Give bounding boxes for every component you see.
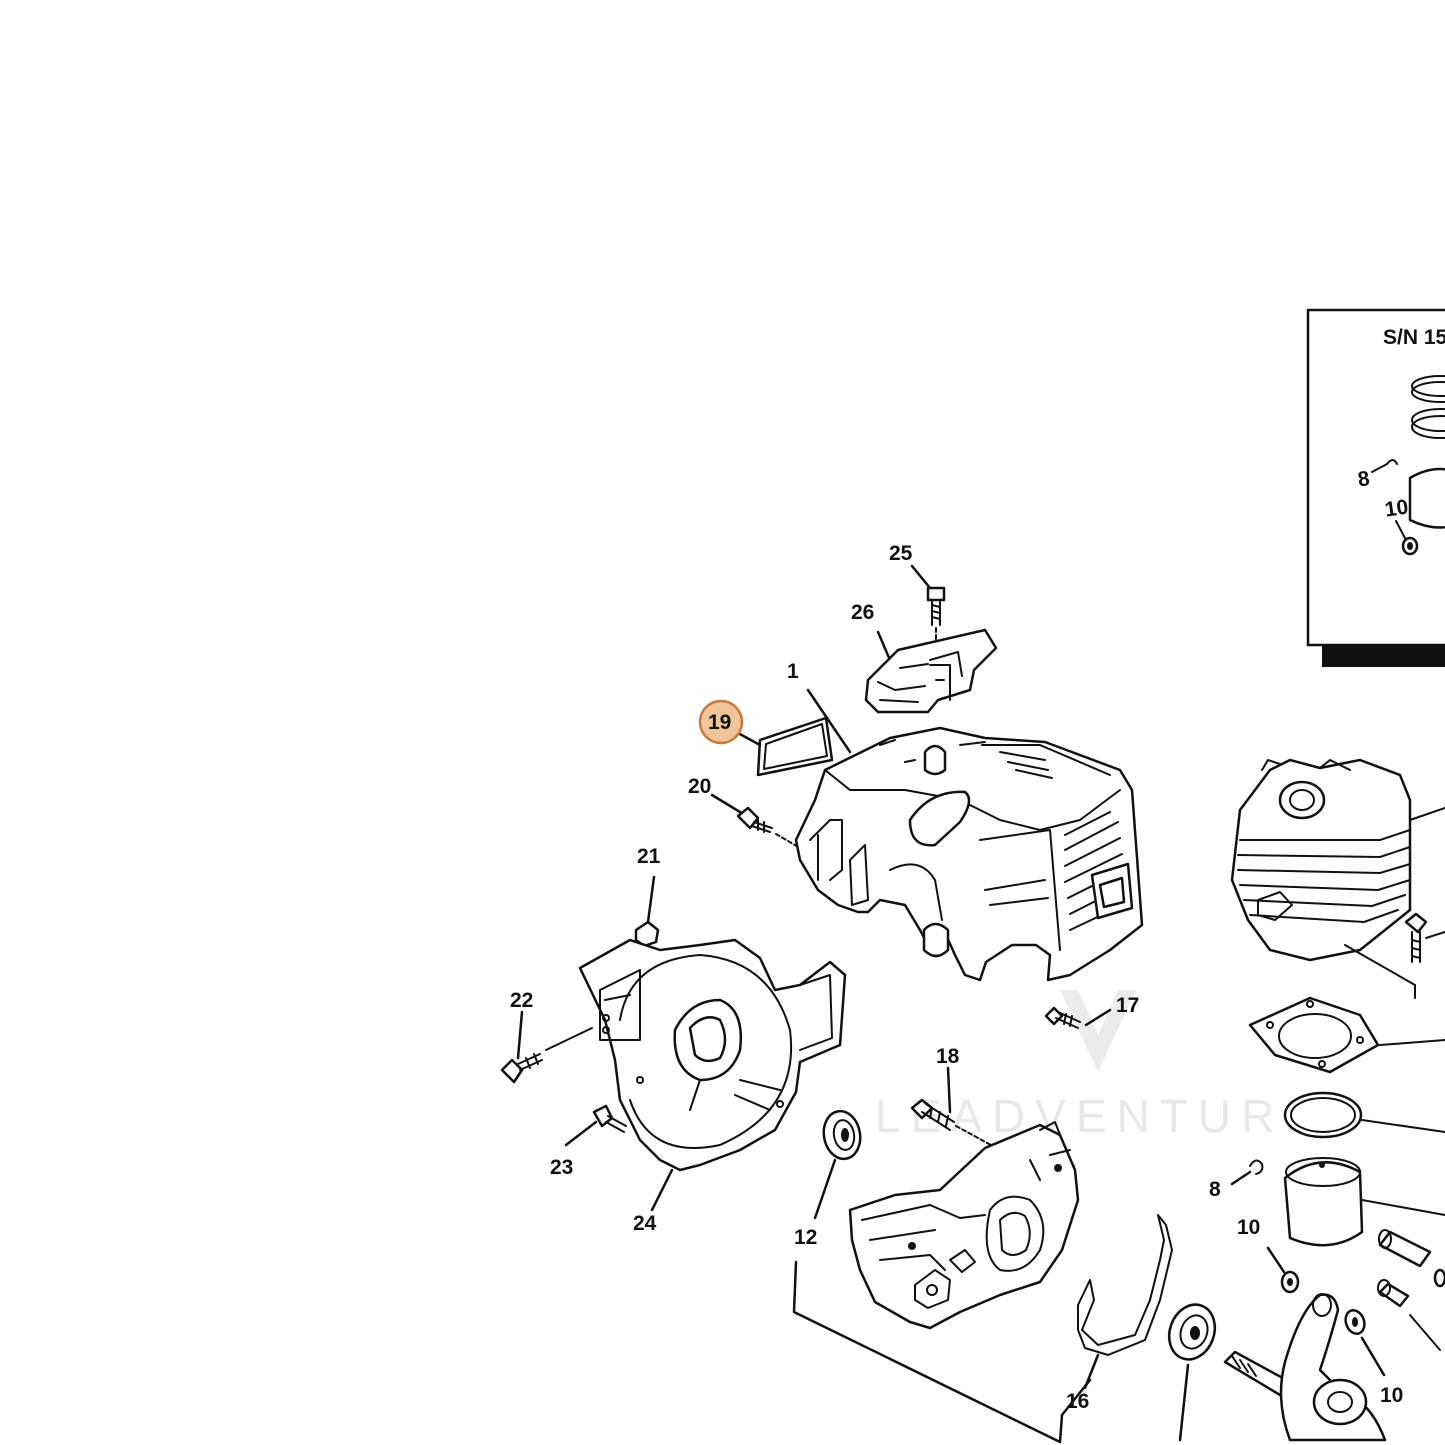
- callout-10-bearing: 10: [1380, 1384, 1403, 1407]
- callout-8: 8: [1209, 1178, 1221, 1201]
- inset-label-8: 8: [1356, 467, 1371, 491]
- part-17-screw[interactable]: [1044, 1006, 1112, 1029]
- callout-16: 16: [1066, 1390, 1089, 1413]
- part-21-nut[interactable]: [634, 875, 660, 948]
- piston-pin[interactable]: [1377, 1229, 1445, 1351]
- part-8-clip[interactable]: [1230, 1159, 1264, 1186]
- callout-26: 26: [851, 601, 874, 624]
- crankcase-half[interactable]: [792, 1121, 1092, 1444]
- inset-bearing-icon: [1401, 536, 1419, 556]
- inset-shadow: [1322, 645, 1445, 667]
- part-24-fan-housing[interactable]: [578, 938, 847, 1212]
- callout-21: 21: [637, 845, 661, 868]
- callout-22: 22: [510, 989, 533, 1012]
- callout-10-circlip: 10: [1237, 1216, 1260, 1239]
- watermark-text: LEADVENTURE: [875, 1090, 1325, 1142]
- part-16-crankcase-gasket[interactable]: [1077, 1214, 1173, 1390]
- part-10-needle-bearing-lower[interactable]: [1342, 1308, 1386, 1377]
- inset-piston-rings-icon: [1411, 375, 1445, 439]
- inset-label-10: 10: [1383, 496, 1409, 522]
- callout-12: 12: [794, 1226, 817, 1249]
- callout-17: 17: [1116, 994, 1139, 1017]
- part-19-gasket[interactable]: [736, 716, 834, 777]
- part-22-bolt[interactable]: [500, 1010, 593, 1084]
- part-20-screw[interactable]: [710, 793, 801, 849]
- callout-18: 18: [936, 1045, 960, 1068]
- piston[interactable]: [1283, 1157, 1445, 1247]
- callout-25: 25: [889, 542, 913, 565]
- part-10-circlip[interactable]: [1266, 1246, 1300, 1294]
- callout-19: 19: [708, 711, 731, 734]
- part-25-bolt[interactable]: [910, 564, 946, 649]
- callout-19-highlight: [698, 699, 744, 745]
- part-23-screw[interactable]: [564, 1104, 627, 1147]
- part-26-cover-plate[interactable]: [864, 628, 998, 714]
- part-number-callouts: 19 1 25 26 20 21 22 23 24 17 18 12 16 8 …: [510, 542, 1403, 1413]
- callout-1: 1: [787, 660, 799, 683]
- crankshaft-assembly[interactable]: [1223, 1293, 1387, 1442]
- part-1-cylinder-shroud[interactable]: [794, 688, 1144, 982]
- callout-20: 20: [688, 775, 711, 798]
- inset-title: S/N 15: [1383, 326, 1445, 349]
- callout-23: 23: [550, 1156, 573, 1179]
- cylinder-bolt[interactable]: [1404, 912, 1445, 963]
- serial-inset: S/N 15 8 10: [1306, 308, 1445, 667]
- watermark-logo-icon: [1060, 990, 1136, 1072]
- crankshaft-bearing[interactable]: [1162, 1298, 1222, 1442]
- part-12-oil-seal[interactable]: [813, 1108, 864, 1220]
- callout-24: 24: [633, 1212, 657, 1235]
- inset-piston-icon: [1408, 467, 1445, 529]
- cylinder-base-gasket[interactable]: [1248, 996, 1445, 1074]
- inset-clip-icon: [1386, 459, 1398, 465]
- cylinder[interactable]: [1230, 758, 1445, 999]
- piston-ring[interactable]: [1283, 1091, 1445, 1139]
